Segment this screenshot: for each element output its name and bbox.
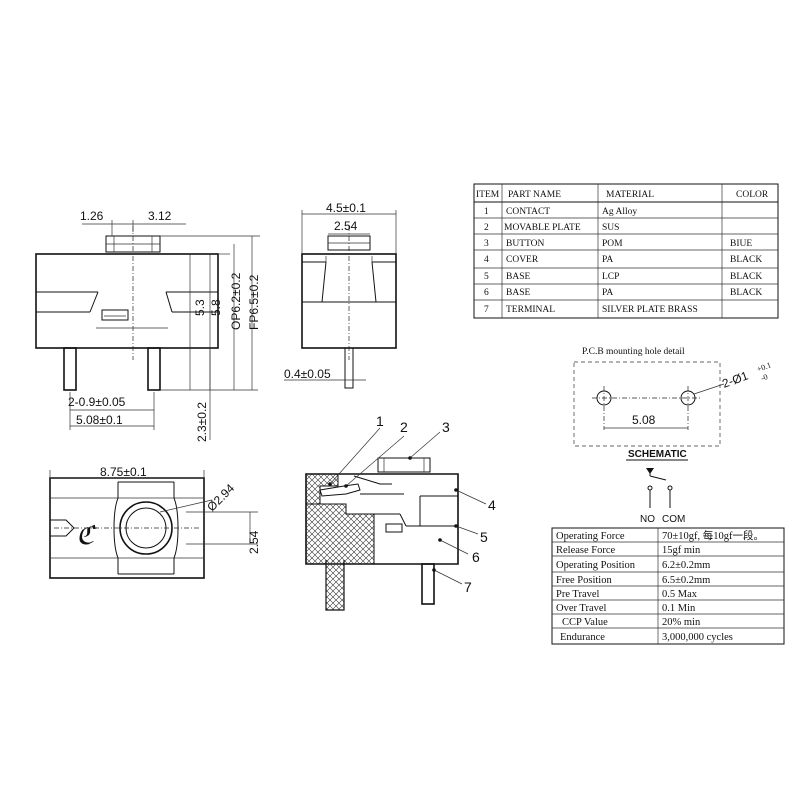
dim-op: OP6.2±0.2 — [229, 272, 243, 330]
spec-value: 70±10gf, 每10gf一段。 — [662, 529, 764, 542]
parts-cell: PA — [602, 255, 613, 265]
spec-label: CCP Value — [562, 617, 608, 628]
callout-2: 2 — [400, 419, 408, 435]
spec-value: 6.5±0.2mm — [662, 575, 710, 586]
pcb-hole-label: 2-Ø1 — [720, 368, 750, 390]
spec-table: Operating Force 70±10gf, 每10gf一段。 Releas… — [551, 527, 785, 645]
parts-cell: Ag Alloy — [602, 207, 637, 217]
spec-value: 0.1 Min — [662, 603, 696, 614]
schematic-no: NO — [640, 514, 655, 525]
dim-side-width: 4.5±0.1 — [326, 201, 366, 215]
spec-label: Operating Position — [556, 560, 636, 571]
side-view: 4.5±0.1 2.54 0.4±0.05 — [284, 201, 397, 389]
dim-5-3: 5.3 — [193, 299, 207, 316]
parts-cell: BLACK — [730, 255, 762, 265]
parts-cell: COVER — [506, 255, 539, 265]
spec-value: 6.2±0.2mm — [662, 560, 710, 571]
dim-pin-len: 2.3±0.2 — [195, 402, 209, 442]
spec-label: Over Travel — [556, 603, 607, 614]
parts-cell: 5 — [484, 272, 489, 282]
parts-cell: 3 — [484, 239, 489, 249]
logo-mark: ℭ — [76, 521, 98, 551]
parts-table: ITEM PART NAME MATERIAL COLOR 1 CONTACT … — [473, 183, 779, 319]
parts-header-color: COLOR — [736, 190, 769, 200]
parts-cell: 4 — [484, 255, 489, 265]
callout-7: 7 — [464, 579, 472, 595]
dim-top-length: 8.75±0.1 — [100, 465, 147, 479]
parts-cell: BIUE — [730, 239, 752, 249]
parts-header-item: ITEM — [476, 190, 500, 200]
spec-label: Endurance — [560, 632, 605, 643]
callout-3: 3 — [442, 419, 450, 435]
spec-label: Free Position — [556, 575, 612, 586]
callout-1: 1 — [376, 413, 384, 429]
spec-value: 15gf min — [662, 545, 701, 556]
parts-cell: BASE — [506, 272, 530, 282]
spec-label: Release Force — [556, 545, 616, 556]
schematic-title: SCHEMATIC — [628, 449, 687, 460]
pcb-detail: P.C.B mounting hole detail 5.08 2-Ø1 +0.… — [573, 347, 772, 447]
pcb-tol-minus: -0 — [760, 372, 769, 383]
spec-label: Pre Travel — [556, 589, 600, 600]
parts-cell: POM — [602, 239, 623, 249]
parts-cell: BLACK — [730, 288, 762, 298]
parts-cell: LCP — [602, 272, 619, 282]
callout-5: 5 — [480, 529, 488, 545]
spec-value: 0.5 Max — [662, 589, 698, 600]
parts-header-part-name: PART NAME — [508, 190, 561, 200]
pcb-detail-title: P.C.B mounting hole detail — [582, 347, 685, 357]
dim-pitch: 5.08±0.1 — [76, 413, 123, 427]
parts-cell: BLACK — [730, 272, 762, 282]
dim-5-8: 5.8 — [209, 299, 223, 316]
dim-fp: FP6.5±0.2 — [247, 274, 261, 330]
dim-3-12: 3.12 — [148, 209, 172, 223]
dim-top-hole: Ø2.94 — [204, 481, 237, 514]
dim-top-2-54: 2.54 — [247, 530, 261, 554]
parts-cell: 6 — [484, 288, 489, 298]
schematic-com: COM — [662, 514, 685, 525]
parts-cell: TERMINAL — [506, 305, 555, 315]
section-view: 1 2 3 4 5 6 7 — [305, 413, 496, 611]
spec-value: 20% min — [662, 617, 701, 628]
parts-cell: CONTACT — [506, 207, 550, 217]
parts-cell: PA — [602, 288, 613, 298]
dim-pins: 2-0.9±0.05 — [68, 395, 126, 409]
schematic: SCHEMATIC NO COM — [626, 449, 688, 525]
front-view: 1.26 3.12 5.3 5.8 OP6.2±0.2 FP6.5±0.2 2-… — [35, 209, 261, 442]
dim-side-pin: 0.4±0.05 — [284, 367, 331, 381]
callout-6: 6 — [472, 549, 480, 565]
pcb-pitch: 5.08 — [632, 413, 656, 427]
parts-cell: MOVABLE PLATE — [504, 223, 581, 233]
dim-1-26: 1.26 — [80, 209, 104, 223]
top-view: ℭ 8.75±0.1 Ø2.94 2.54 — [49, 465, 261, 579]
parts-cell: 7 — [484, 305, 489, 315]
parts-header-material: MATERIAL — [606, 190, 654, 200]
spec-label: Operating Force — [556, 531, 625, 542]
parts-cell: SUS — [602, 223, 619, 233]
parts-cell: 2 — [484, 223, 489, 233]
parts-cell: BUTTON — [506, 239, 544, 249]
spec-value: 3,000,000 cycles — [662, 632, 733, 643]
parts-cell: 1 — [484, 207, 489, 217]
dim-side-button: 2.54 — [334, 219, 358, 233]
callout-4: 4 — [488, 497, 496, 513]
parts-cell: BASE — [506, 288, 530, 298]
parts-cell: SILVER PLATE BRASS — [602, 305, 698, 315]
